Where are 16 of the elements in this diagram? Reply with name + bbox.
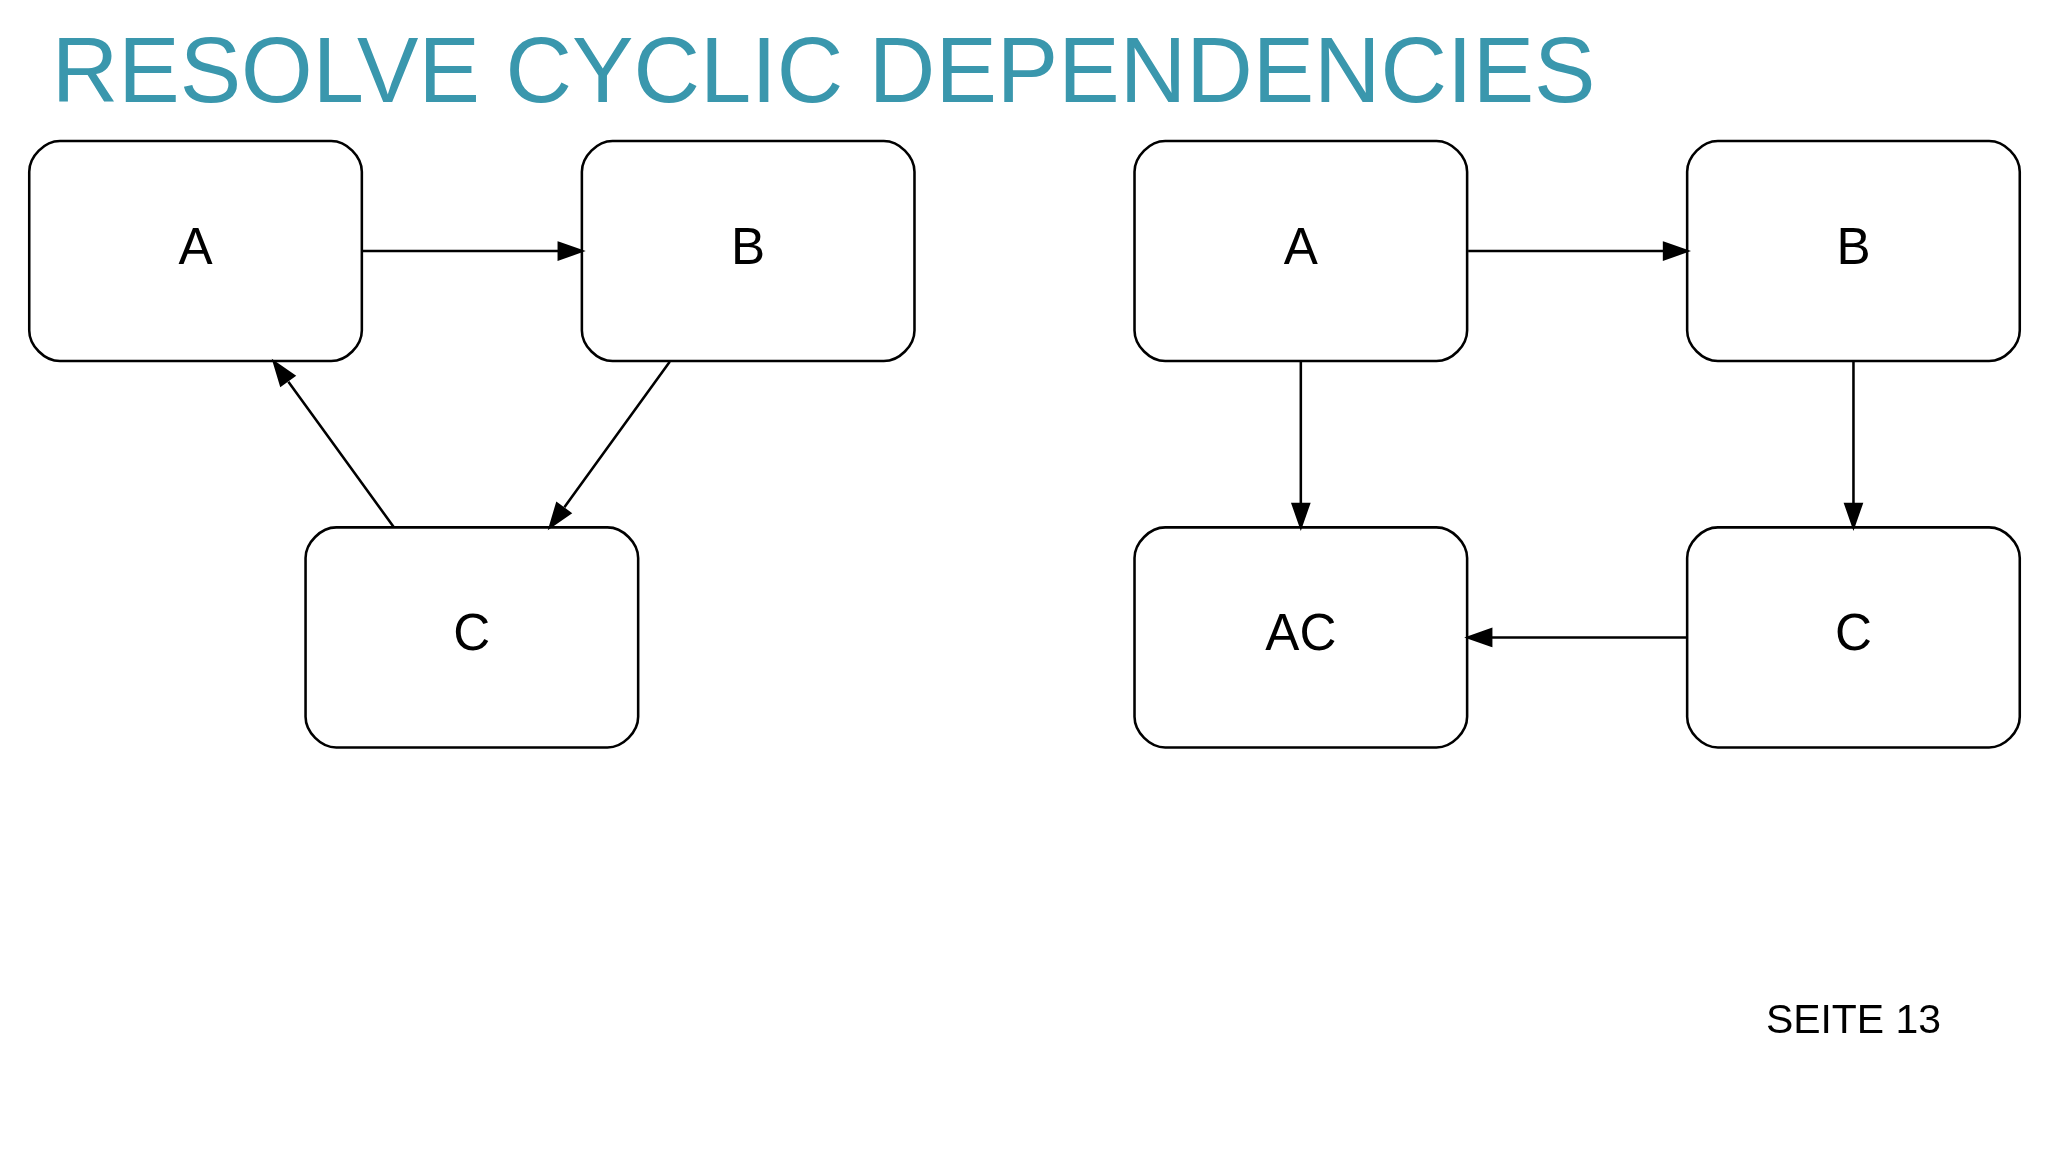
node-box: B: [580, 139, 916, 363]
node-box: A: [1132, 139, 1468, 363]
arrow: [271, 358, 395, 528]
arrow: [362, 241, 586, 261]
arrow: [547, 361, 671, 531]
arrow: [1843, 361, 1863, 531]
node-box: C: [303, 526, 639, 749]
node-box: B: [1685, 139, 2021, 363]
diagram-title: RESOLVE CYCLIC DEPENDENCIES: [51, 19, 1596, 123]
node-box: C: [1685, 526, 2021, 749]
node-box: AC: [1132, 526, 1468, 749]
label: SEITE 13: [1765, 996, 1941, 1043]
arrow: [1467, 241, 1691, 261]
node-box: A: [27, 139, 363, 363]
arrow: [1463, 627, 1687, 648]
arrow: [1290, 361, 1311, 531]
